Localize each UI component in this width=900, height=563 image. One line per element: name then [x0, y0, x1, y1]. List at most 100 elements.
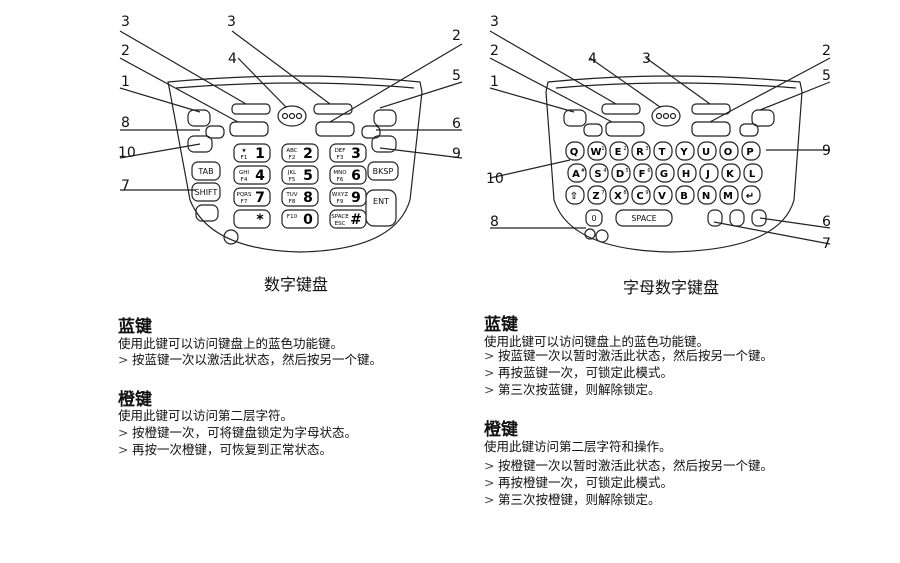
key-label: M — [723, 191, 733, 202]
callout-label: 5 — [452, 68, 461, 84]
alpha-key[interactable]: A# — [567, 163, 587, 183]
orange-key-bullets: >按橙键一次，可将键盘锁定为字母状态。 >再按一次橙键，可恢复到正常状态。 — [118, 424, 357, 458]
callout-label: 3 — [227, 14, 236, 30]
alpha-key[interactable]: O — [719, 141, 739, 161]
callout-label: 5 — [822, 68, 831, 84]
alpha-key[interactable]: ⇧ — [565, 185, 585, 205]
numeric-key[interactable]: * — [233, 209, 271, 229]
blue-key-title: 蓝键 — [118, 317, 152, 337]
alpha-key[interactable]: P — [741, 141, 761, 161]
orange-key-desc: 使用此键可以访问第二层字符。 — [118, 408, 294, 423]
key-sublabel: F2 — [289, 155, 296, 161]
alpha-key[interactable]: Q — [565, 141, 585, 161]
key-label: A — [572, 169, 580, 180]
key-sublabel: # — [581, 168, 585, 174]
blue-key-desc: 使用此键可以访问键盘上的蓝色功能键。 — [484, 334, 710, 349]
orange-key-title: 橙键 — [484, 420, 518, 440]
key-label: * — [256, 212, 264, 228]
shift-key[interactable]: SHIFT — [195, 188, 218, 197]
alpha-key[interactable]: J — [699, 163, 719, 183]
key-label: U — [702, 147, 710, 158]
key-label: 2 — [303, 146, 313, 162]
alpha-key[interactable]: U — [697, 141, 717, 161]
alpha-key[interactable]: Y — [675, 141, 695, 161]
key-sublabel: ★ — [242, 148, 247, 154]
key-label: 5 — [303, 168, 313, 184]
key-label: C — [636, 191, 643, 202]
key-sublabel: 9 — [645, 190, 648, 196]
alpha-key[interactable]: K — [721, 163, 741, 183]
callout-label: 2 — [121, 43, 130, 59]
list-item: >按橙键一次以暂时激活此状态，然后按另一个键。 — [484, 458, 774, 473]
key-label: W — [590, 147, 601, 158]
key-label: 7 — [255, 190, 265, 206]
key-sublabel: 4 — [603, 168, 606, 174]
key-sublabel: SPACE — [331, 214, 349, 220]
key-label: 8 — [303, 190, 313, 206]
key-sublabel: 5 — [625, 168, 628, 174]
alpha-key[interactable]: M — [719, 185, 739, 205]
callout-label: 9 — [822, 143, 831, 159]
key-sublabel: MNO — [333, 170, 347, 176]
callout-label: 2 — [822, 43, 831, 59]
callout-label: 1 — [490, 74, 499, 90]
key-sublabel: 2 — [623, 146, 626, 152]
list-item: >按蓝键一次以激活此状态，然后按另一个键。 — [118, 352, 383, 367]
ent-key[interactable]: ENT — [373, 197, 389, 206]
alpha-key[interactable]: T — [653, 141, 673, 161]
alpha-key[interactable]: V — [653, 185, 673, 205]
callout-label: 4 — [588, 51, 597, 67]
key-label: X — [614, 191, 622, 202]
key-sublabel: ESC — [335, 221, 346, 227]
numeric-keypad-caption: 数字键盘 — [263, 275, 328, 294]
key-sublabel: ABC — [286, 148, 297, 154]
blue-key-desc: 使用此键可以访问键盘上的蓝色功能键。 — [118, 336, 344, 351]
key-sublabel: DEF — [335, 148, 346, 154]
tab-key[interactable]: TAB — [197, 167, 213, 176]
zero-key[interactable]: 0 — [591, 214, 596, 223]
bksp-key[interactable]: BKSP — [373, 167, 394, 176]
key-sublabel: 7 — [601, 190, 604, 196]
key-sublabel: F5 — [289, 177, 296, 183]
key-label: T — [659, 147, 666, 158]
alpha-key[interactable]: G — [655, 163, 675, 183]
key-label: 3 — [351, 146, 361, 162]
orange-key-bullets: >按橙键一次以暂时激活此状态，然后按另一个键。 >再按橙键一次，可锁定此模式。 … — [484, 457, 773, 508]
alpha-key[interactable]: L — [743, 163, 763, 183]
blue-key-bullets: >按蓝键一次以暂时激活此状态，然后按另一个键。 >再按蓝键一次，可锁定此模式。 … — [484, 347, 773, 398]
key-label: 0 — [303, 212, 313, 228]
key-label: E — [615, 147, 622, 158]
alpha-key[interactable]: H — [677, 163, 697, 183]
orange-key-title: 橙键 — [118, 390, 152, 410]
callout-label: 3 — [121, 14, 130, 30]
key-label: S — [594, 169, 601, 180]
alpha-key[interactable]: ↵ — [741, 185, 761, 205]
key-sublabel: PQRS — [237, 192, 252, 198]
key-label: N — [702, 191, 710, 202]
alpha-key[interactable]: N — [697, 185, 717, 205]
key-label: R — [636, 147, 644, 158]
space-key[interactable]: SPACE — [631, 214, 656, 223]
alpha-key[interactable]: B — [675, 185, 695, 205]
key-sublabel: F4 — [241, 177, 248, 183]
